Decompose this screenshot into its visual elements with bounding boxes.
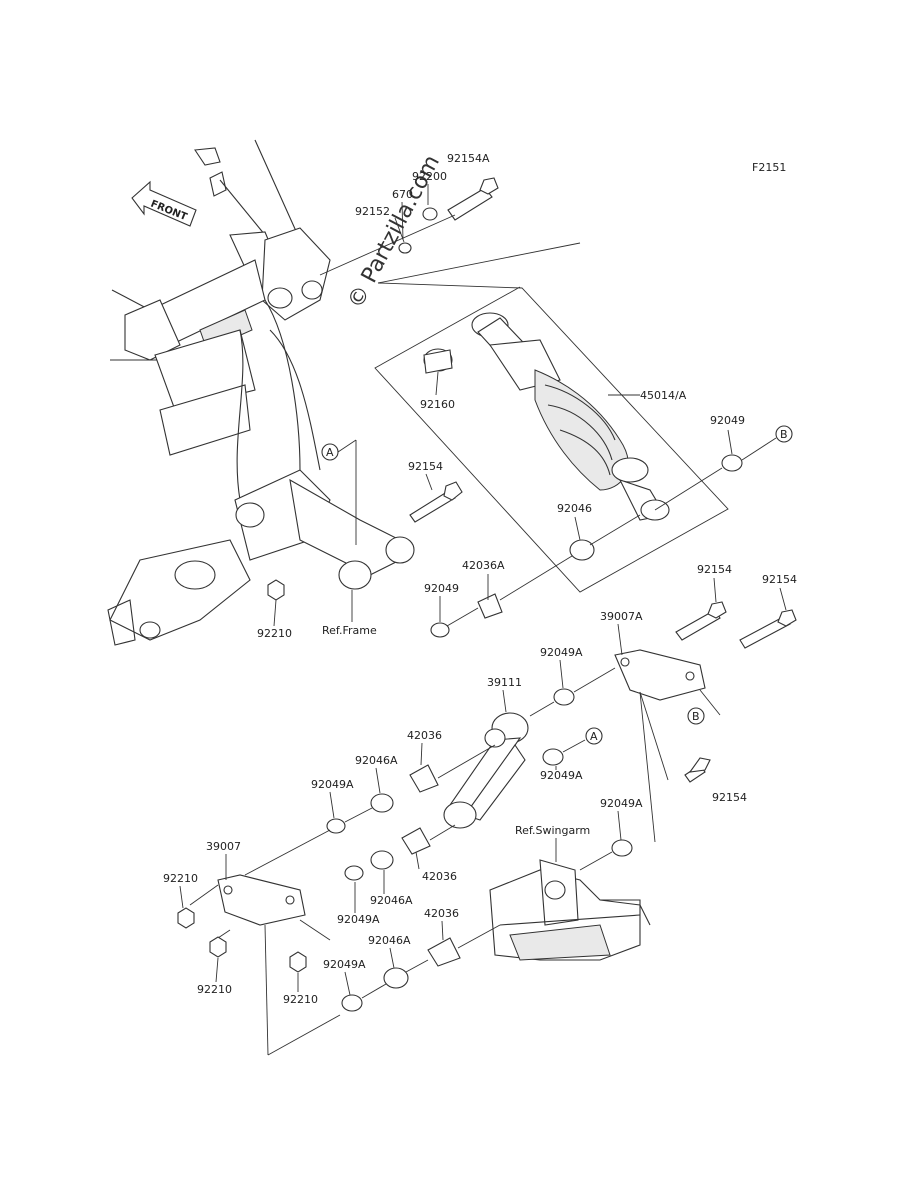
callout-b-top: B [775, 425, 793, 443]
svg-text:92210: 92210 [283, 993, 318, 1006]
bearing-92046A-1 [370, 793, 394, 813]
washer-92049A-3 [326, 818, 346, 834]
washer-92049A-4 [611, 839, 633, 857]
svg-text:92046A: 92046A [370, 894, 413, 907]
frame-illustration [107, 139, 415, 646]
collar-42036-2 [401, 827, 431, 855]
nut-92210-c [289, 951, 307, 973]
figure-code: F2151 [752, 161, 786, 174]
svg-text:92210: 92210 [163, 872, 198, 885]
svg-text:A: A [326, 446, 334, 459]
svg-text:42036: 42036 [407, 729, 442, 742]
callout-a-frame: A [321, 439, 357, 545]
svg-text:Ref.Frame: Ref.Frame [322, 624, 377, 637]
svg-text:670: 670 [392, 188, 413, 201]
svg-text:92049A: 92049A [323, 958, 366, 971]
bolt-92154-r1 [675, 601, 727, 641]
svg-text:92049A: 92049A [540, 646, 583, 659]
washer-92049A-5 [344, 865, 364, 881]
svg-text:92210: 92210 [257, 627, 292, 640]
svg-text:39007: 39007 [206, 840, 241, 853]
svg-text:92200: 92200 [412, 170, 447, 183]
svg-text:92152: 92152 [355, 205, 390, 218]
bearing-92046A-3 [383, 967, 409, 989]
svg-text:92154: 92154 [762, 573, 797, 586]
svg-text:92210: 92210 [197, 983, 232, 996]
bolt-92154-r3 [684, 757, 711, 783]
svg-text:42036: 42036 [422, 870, 457, 883]
bearing-92046 [569, 539, 595, 561]
svg-text:42036A: 42036A [462, 559, 505, 572]
svg-text:92049: 92049 [710, 414, 745, 427]
svg-text:B: B [692, 710, 700, 723]
washer-92049-mid [430, 622, 450, 638]
svg-text:92154: 92154 [697, 563, 732, 576]
svg-text:92049A: 92049A [337, 913, 380, 926]
washer-92049A-6 [341, 994, 363, 1012]
svg-text:92046A: 92046A [368, 934, 411, 947]
front-arrow-icon: FRONT [131, 180, 197, 227]
collar-42036A [477, 593, 503, 619]
svg-text:92154: 92154 [712, 791, 747, 804]
svg-text:92049A: 92049A [311, 778, 354, 791]
shock-absorber [374, 242, 729, 593]
nut-92210-b [209, 936, 227, 958]
callout-b-right: B [687, 707, 705, 725]
top-mount-bolt [319, 177, 499, 276]
washer-92049A-2 [542, 748, 564, 766]
swingarm-illustration [489, 859, 651, 961]
bearing-92046A-2 [370, 850, 394, 870]
svg-text:92046: 92046 [557, 502, 592, 515]
svg-text:92049A: 92049A [600, 797, 643, 810]
svg-text:45014/A: 45014/A [640, 389, 687, 402]
collar-42036-3 [427, 937, 461, 967]
rocker-arm-39111 [443, 712, 529, 829]
tie-rod-39007A [614, 649, 721, 843]
svg-text:Ref.Swingarm: Ref.Swingarm [515, 824, 590, 837]
svg-text:92049: 92049 [424, 582, 459, 595]
washer-92049-top [721, 454, 743, 472]
svg-text:42036: 42036 [424, 907, 459, 920]
svg-text:39007A: 39007A [600, 610, 643, 623]
svg-text:92160: 92160 [420, 398, 455, 411]
svg-text:92046A: 92046A [355, 754, 398, 767]
tie-rod-39007 [189, 874, 341, 1056]
washer-92049A-1 [553, 688, 575, 706]
svg-text:A: A [590, 730, 598, 743]
svg-text:92049A: 92049A [540, 769, 583, 782]
svg-text:92154: 92154 [408, 460, 443, 473]
part-labels: 92154A 92200 670 92152 45014/A 92160 920… [163, 152, 797, 1006]
collar-42036-1 [409, 764, 439, 793]
svg-text:92154A: 92154A [447, 152, 490, 165]
bolt-92154-r2 [739, 609, 797, 649]
svg-text:B: B [780, 428, 788, 441]
nut-92210-a [177, 907, 195, 929]
bolt-92154-mid [409, 481, 463, 523]
callout-a-rocker: A [585, 727, 603, 745]
svg-text:39111: 39111 [487, 676, 522, 689]
